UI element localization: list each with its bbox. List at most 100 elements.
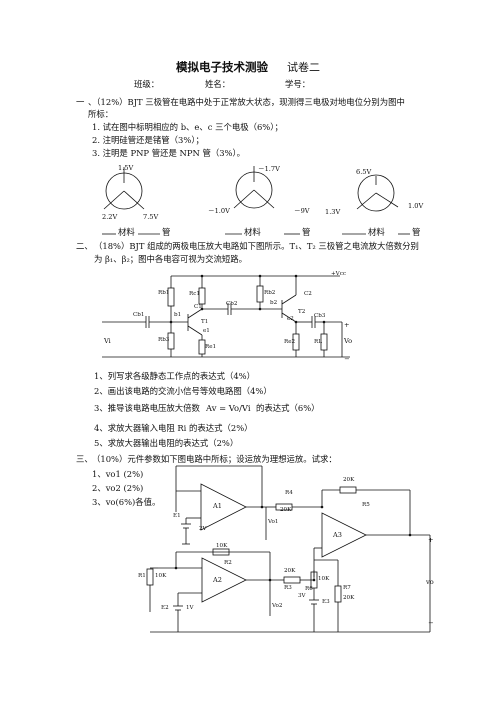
t3-left-voltage: 1.3V — [325, 208, 341, 216]
e2-label: E2 — [161, 605, 169, 611]
answer-material-1: 材料 — [118, 227, 135, 237]
q1-number: 一 — [76, 97, 85, 107]
cb3-label: Cb3 — [314, 313, 326, 319]
q3-number: 三、 — [76, 454, 93, 464]
vo-label: Vo — [344, 337, 353, 345]
e2-value: 1V — [186, 605, 194, 611]
t1-left-voltage: 2.2V — [102, 213, 118, 221]
q3-item-1: 1、vo1 (2%) — [92, 469, 144, 479]
q3-text: （10%）元件参数如下图电路中所标；设运放为理想运放。试求： — [92, 454, 337, 464]
e1-label: E1 — [173, 513, 181, 519]
q2-gain-expression: Av = Vo/Vi — [206, 403, 251, 413]
rb1-label: Rb1 — [158, 290, 170, 296]
vo2-label: Vo2 — [272, 603, 283, 609]
r3-label: R3 — [284, 585, 292, 591]
t1-label: T1 — [201, 319, 209, 325]
t2-label: T2 — [298, 309, 306, 315]
q2-item-3: 3、推导该电路电压放大倍数 — [94, 403, 200, 413]
e2-label: e2 — [287, 316, 294, 322]
t2-left-voltage: －1.0V — [208, 207, 230, 215]
r4-label: R4 — [285, 490, 293, 496]
c2-label: C2 — [304, 291, 312, 297]
c1-label: C1 — [194, 304, 202, 310]
q3-item-2: 2、vo2 (2%) — [92, 483, 144, 493]
e1-value: 2V — [199, 526, 207, 532]
r3-value: 20K — [284, 568, 296, 574]
e3-value: 3V — [298, 593, 306, 599]
r5-value: 20K — [343, 477, 355, 483]
q2-item-5: 5、求放大器输出电阻的表达式（2%） — [94, 438, 239, 448]
r2-value: 10K — [216, 543, 228, 549]
page-subtitle: 试卷二 — [287, 61, 320, 74]
r5-resistor — [339, 486, 357, 494]
answer-material-2: 材料 — [244, 227, 261, 237]
r2-label: R2 — [224, 560, 232, 566]
e3-label: E3 — [322, 599, 330, 605]
r3-resistor — [283, 576, 301, 584]
vi-label: Vi — [104, 337, 111, 345]
cb2-label: Cb2 — [226, 301, 238, 307]
q2-item-4: 4、求放大器输入电阻 Ri 的表达式（2%） — [94, 423, 253, 433]
transistor-3-circle — [357, 174, 395, 212]
vo1-label: Vo1 — [268, 519, 279, 525]
rb3-label: Rb3 — [158, 337, 170, 343]
r2-resistor — [212, 548, 230, 556]
b1-label: b1 — [174, 312, 182, 318]
r7-value: 20K — [343, 595, 355, 601]
answer-material-3: 材料 — [368, 227, 385, 237]
vo-minus: − — [344, 355, 350, 363]
a3-label: A3 — [333, 531, 342, 539]
re1-label: Re1 — [205, 344, 217, 350]
q2-item-2: 2、画出该电路的交流小信号等效电路图（4%） — [94, 386, 272, 396]
vo-plus-label: + — [428, 536, 434, 544]
re2-label: Re2 — [284, 339, 296, 345]
name-label: 姓名： — [205, 79, 231, 89]
r6-label: R6 — [305, 586, 313, 592]
t1-right-voltage: 7.5V — [143, 213, 159, 221]
r1-value: 10K — [155, 573, 167, 579]
t3-right-voltage: 1.0V — [408, 202, 424, 210]
class-label: 班级： — [134, 79, 160, 89]
answer-type-1: 管 — [162, 227, 171, 237]
q1-item-3: 3. 注明是 PNP 管还是 NPN 管（3%）。 — [92, 148, 246, 158]
q2-text-line2: 为 β₁、β₂；图中各电容可视为交流短路。 — [94, 254, 248, 264]
a2-opamp — [201, 557, 247, 603]
answer-type-2: 管 — [302, 227, 311, 237]
rl-label: RL — [314, 339, 322, 345]
b2-label: b2 — [270, 300, 278, 306]
q2-item-1: 1、列写求各级静态工作点的表达式（4%） — [94, 371, 255, 381]
t2-top-voltage: －1.7V — [258, 165, 280, 173]
vo-minus-label: − — [428, 619, 434, 627]
t1-top-voltage: 1.5V — [118, 164, 134, 172]
a3-opamp — [321, 512, 367, 558]
r1-resistor — [146, 568, 154, 586]
cb1-label: Cb1 — [133, 312, 145, 318]
t2-right-voltage: －9V — [294, 207, 310, 215]
page-title: 模拟电子技术测验 — [176, 60, 268, 74]
a1-opamp — [200, 483, 247, 531]
answer-type-3: 管 — [412, 227, 421, 237]
vo-output-label: vo — [426, 578, 434, 586]
r6-value: 10K — [318, 576, 330, 582]
r5-label: R5 — [362, 502, 370, 508]
vo-plus: + — [344, 321, 350, 329]
r4-value: 20K — [280, 507, 292, 513]
a2-label: A2 — [213, 576, 222, 584]
r7-resistor — [334, 585, 342, 603]
q1-item-1: 1. 试在图中标明相应的 b、e、c 三个电极（6%）； — [92, 122, 283, 132]
q2-number: 二、 — [76, 241, 93, 251]
id-label: 学号： — [285, 79, 311, 89]
q1-text-line1: 、（12%）BJT 三极管在电路中处于正常放大状态，现测得三电极对地电位分别为图… — [88, 97, 405, 107]
q1-text-line2: 所标： — [88, 109, 114, 119]
q3-item-3: 3、vo(6%)各值。 — [92, 497, 161, 507]
vcc-label: +Vcc — [331, 271, 346, 277]
q2-item-3-tail: 的表达式（6%） — [256, 403, 320, 413]
a1-label: A1 — [213, 502, 222, 510]
rc1-label: Rc1 — [189, 291, 200, 297]
rb2-label: Rb2 — [264, 290, 276, 296]
t3-top-voltage: 6.5V — [356, 168, 372, 176]
q2-text-line1: （18%）BJT 组成的两极电压放大电路如下图所示。T₁、T₂ 三极管之电流放大… — [94, 241, 419, 251]
